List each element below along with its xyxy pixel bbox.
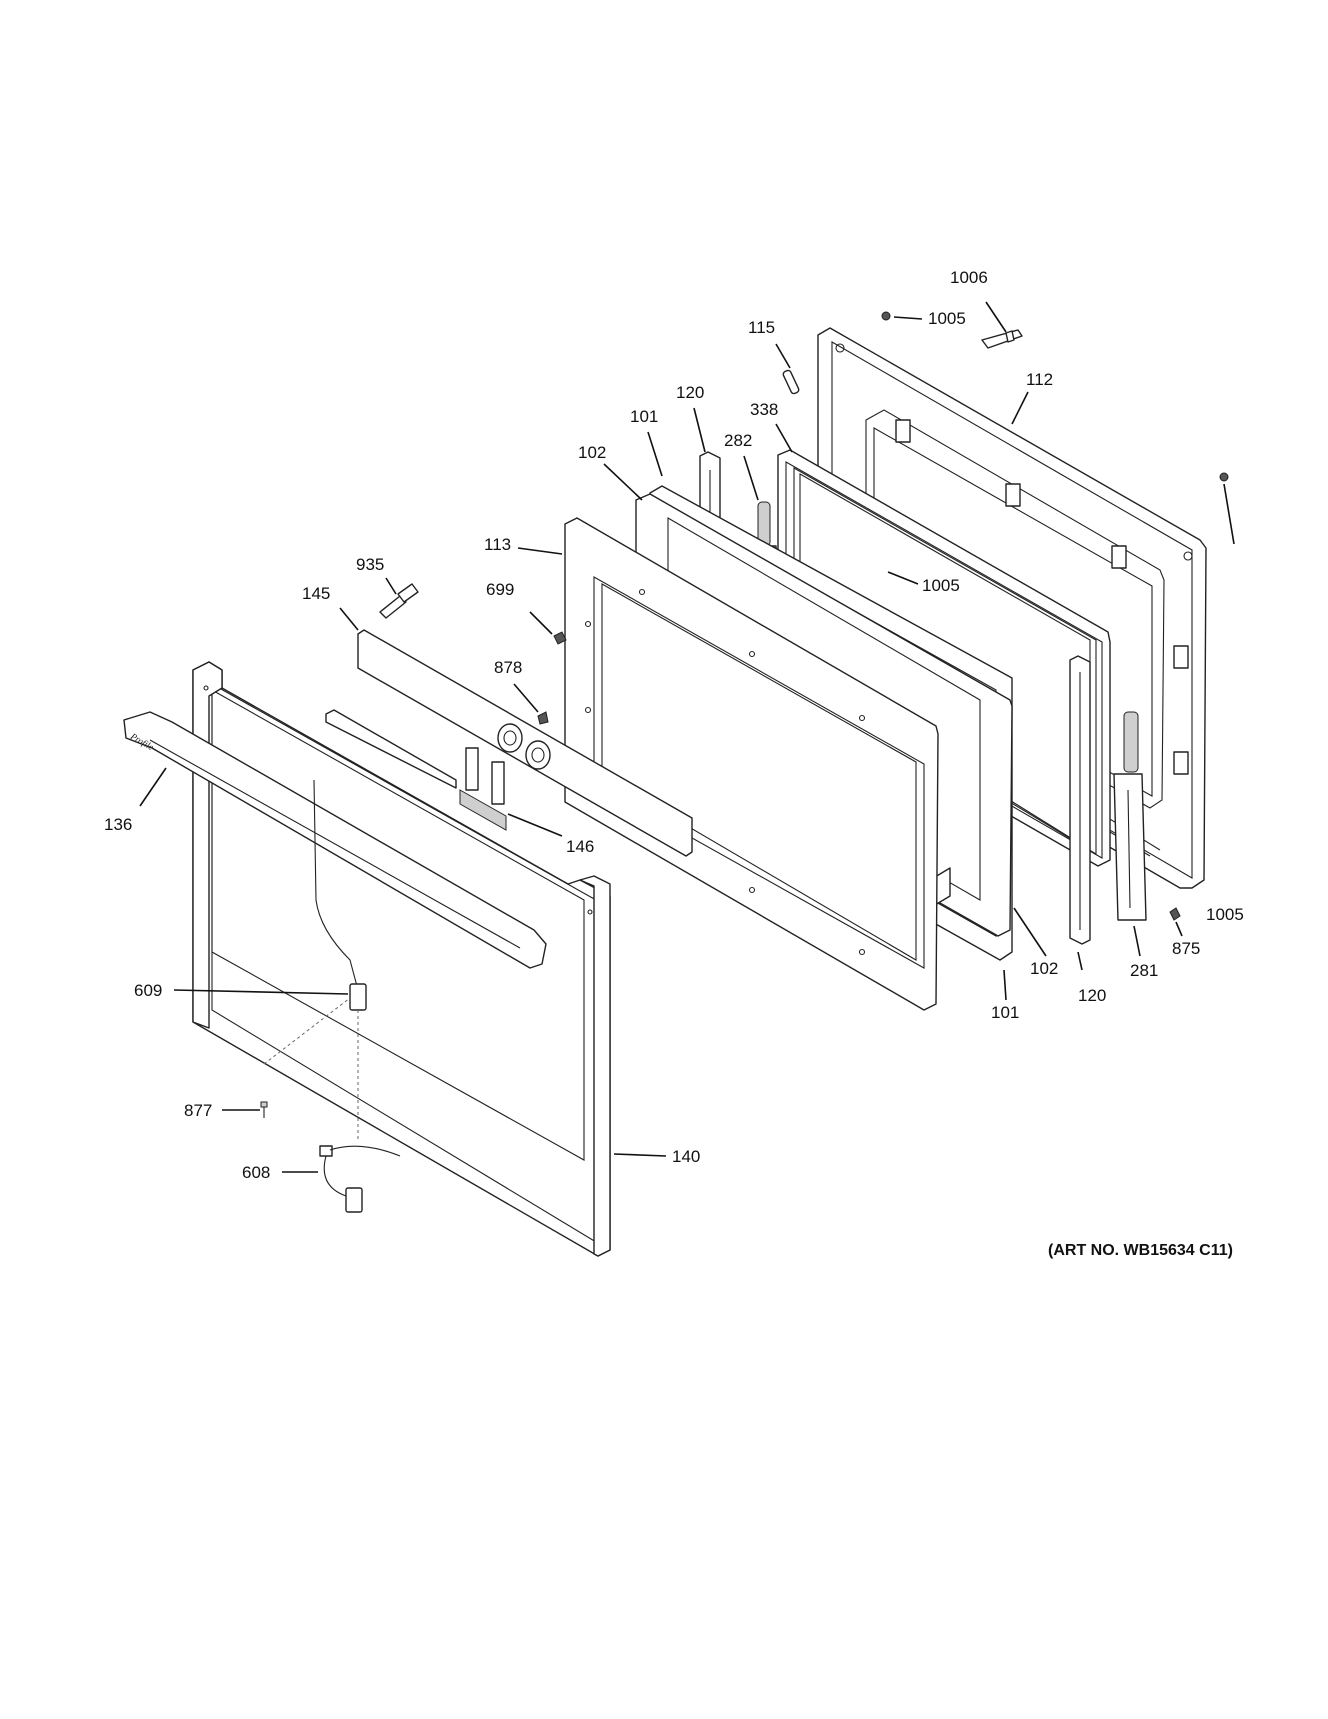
- callout-281: 281: [1130, 961, 1158, 980]
- callout-120-top: 120: [676, 383, 704, 402]
- part-875-screw-icon: [1169, 907, 1181, 921]
- part-1006-bracket: [981, 329, 1023, 349]
- callout-113: 113: [484, 535, 511, 554]
- part-608-wire-harness: [319, 1145, 401, 1213]
- leader-lines: [139, 301, 1235, 1173]
- part-115-pin: [782, 369, 800, 395]
- callout-608: 608: [242, 1163, 270, 1182]
- callout-877: 877: [184, 1101, 212, 1120]
- callout-136: 136: [104, 815, 132, 834]
- callout-282: 282: [724, 431, 752, 450]
- callout-935: 935: [356, 555, 384, 574]
- callout-1005-top: 1005: [928, 309, 966, 328]
- screw-1005-right-icon: [1219, 472, 1229, 482]
- callout-101-top: 101: [630, 407, 658, 426]
- callout-1005-right: 1005: [1206, 905, 1244, 924]
- screw-1005-top-icon: [881, 311, 891, 321]
- callout-101-bottom: 101: [991, 1003, 1019, 1022]
- callout-338: 338: [750, 400, 778, 419]
- part-935-pin: [379, 583, 419, 619]
- part-145-trim-strip: [357, 629, 693, 857]
- part-699-screw-icon: [553, 631, 567, 645]
- part-877-screw-icon: [260, 1101, 268, 1118]
- callout-140: 140: [672, 1147, 700, 1166]
- callout-146: 146: [566, 837, 594, 856]
- callout-145: 145: [302, 584, 330, 603]
- callout-102-bottom: 102: [1030, 959, 1058, 978]
- part-609-harness: [263, 779, 367, 1140]
- callout-699: 699: [486, 580, 514, 599]
- part-136-handle: Profile: [123, 711, 547, 969]
- callout-875: 875: [1172, 939, 1200, 958]
- part-113-inner-panel: [564, 517, 939, 1011]
- callout-labels: 1006 1005 115 112 120 338 101 282 102 11…: [104, 268, 1244, 1182]
- part-281-hinge-right: [1113, 711, 1147, 921]
- callout-102-top: 102: [578, 443, 606, 462]
- callout-112: 112: [1026, 370, 1053, 389]
- art-number: (ART NO. WB15634 C11): [1048, 1242, 1233, 1259]
- part-120-hinge-bracket-right: [1069, 655, 1091, 945]
- callout-609: 609: [134, 981, 162, 1000]
- callout-120-bottom: 120: [1078, 986, 1106, 1005]
- callout-1005-middle: 1005: [922, 576, 960, 595]
- callout-1006: 1006: [950, 268, 988, 287]
- part-878-clip-icon: [537, 711, 549, 725]
- part-146-bracket: [325, 709, 507, 831]
- callout-115: 115: [748, 318, 775, 337]
- callout-878: 878: [494, 658, 522, 677]
